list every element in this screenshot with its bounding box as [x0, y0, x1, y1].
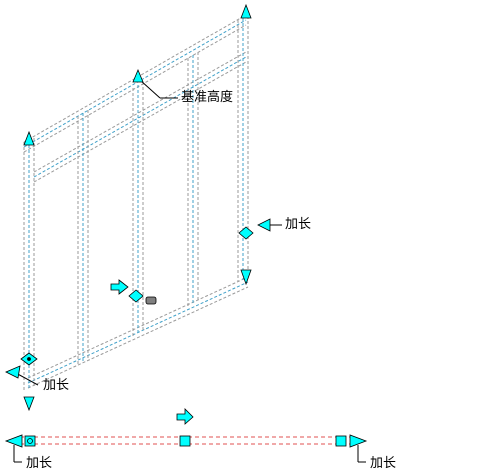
diamond-grip-icon[interactable]: [238, 226, 254, 240]
triangle-grip-icon[interactable]: [132, 68, 144, 83]
curtain-wall-frame[interactable]: [23, 14, 249, 392]
lengthen-label-plan-right: 加长: [370, 456, 397, 471]
triangle-grip-icon[interactable]: [349, 434, 368, 448]
lengthen-label-left: 加长: [43, 378, 70, 393]
lengthen-label-right: 加长: [285, 217, 312, 232]
triangle-grip-icon[interactable]: [257, 218, 271, 232]
triangle-grip-icon[interactable]: [23, 130, 35, 146]
square-grip-icon[interactable]: [24, 435, 36, 447]
square-grip-icon[interactable]: [335, 435, 347, 447]
circle-grip-icon: [27, 357, 31, 361]
triangle-grip-icon[interactable]: [240, 269, 252, 286]
arrow-grip-icon[interactable]: [110, 279, 129, 295]
plan-axis-line: [20, 436, 350, 445]
leader-lines: [13, 79, 366, 463]
arrow-grip-icon[interactable]: [176, 408, 194, 425]
square-grip-icon[interactable]: [179, 435, 191, 447]
triangle-grip-icon[interactable]: [4, 434, 23, 448]
triangle-grip-icon[interactable]: [5, 365, 21, 379]
triangle-grip-icon[interactable]: [23, 396, 35, 412]
selected-grip-icon[interactable]: [145, 296, 157, 305]
diamond-grip-icon[interactable]: [128, 289, 144, 303]
lengthen-label-plan-left: 加长: [26, 456, 53, 471]
base-height-label: 基准高度: [181, 90, 234, 105]
circle-grip-icon: [27, 438, 33, 444]
triangle-grip-icon[interactable]: [240, 3, 252, 19]
